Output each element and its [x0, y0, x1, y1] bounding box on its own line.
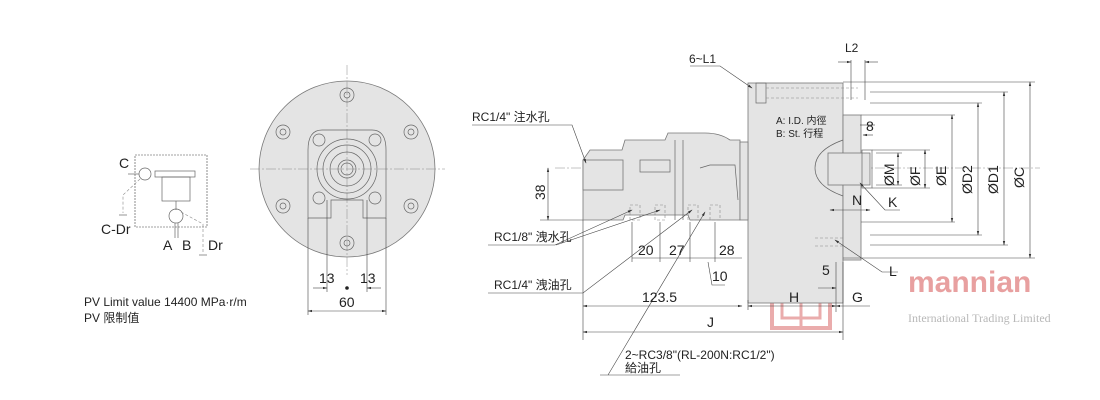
dim-8: 8: [866, 118, 874, 134]
dia-d1-label: ØD1: [985, 165, 1001, 194]
dia-f-label: ØF: [907, 167, 923, 186]
dim-60: 60: [339, 294, 355, 310]
front-view: 13 13 60: [250, 65, 445, 315]
pv-limit-text: PV Limit value 14400 MPa·r/m: [84, 295, 247, 309]
dim-l2: L2: [845, 41, 859, 55]
label-n: N: [852, 192, 862, 208]
dim-20: 20: [638, 242, 654, 258]
hydraulic-symbol: C C-Dr A B Dr: [101, 154, 223, 256]
label-h: H: [789, 289, 799, 305]
dia-c-label: ØC: [1011, 167, 1027, 188]
label-l: L: [889, 263, 897, 279]
dim-13-right: 13: [360, 270, 376, 286]
dim-123-5: 123.5: [642, 289, 677, 305]
port-a-label: A: [163, 237, 173, 253]
dia-m-label: ØM: [881, 163, 897, 186]
dim-13-left: 13: [319, 270, 335, 286]
label-g: G: [852, 289, 863, 305]
port-b-label: B: [182, 237, 191, 253]
dim-27: 27: [669, 242, 685, 258]
oil-supply-cn-label: 給油孔: [625, 361, 661, 375]
water-drain-label: RC1/8" 洩水孔: [494, 230, 572, 244]
side-view: 6~L1 L2 RC1/4" 注水孔 38 A: I.D. 内徑 B: St. …: [472, 41, 1040, 376]
water-inlet-label: RC1/4" 注水孔: [472, 109, 550, 124]
dim-10: 10: [712, 268, 728, 284]
dim-5: 5: [822, 262, 830, 278]
port-dr-label: Dr: [208, 237, 223, 253]
dim-38: 38: [532, 184, 548, 200]
oil-drain-label: RC1/4" 洩油孔: [494, 278, 572, 292]
port-c-dr-label: C-Dr: [101, 221, 131, 237]
dia-e-label: ØE: [933, 166, 949, 186]
dia-d2-label: ØD2: [959, 165, 975, 194]
label-j: J: [707, 314, 714, 330]
bolt-l1-label: 6~L1: [689, 52, 716, 66]
label-k: K: [888, 194, 898, 210]
watermark-subtitle: International Trading Limited: [908, 311, 1051, 325]
watermark-brand: mannian: [908, 266, 1031, 299]
dim-28: 28: [719, 242, 735, 258]
legend-b: B: St. 行程: [776, 127, 823, 140]
pv-limit-cn-text: PV 限制值: [84, 310, 139, 325]
oil-supply-label: 2~RC3/8"(RL-200N:RC1/2"): [625, 348, 775, 362]
legend-a: A: I.D. 内徑: [776, 114, 827, 127]
port-c-label: C: [119, 155, 129, 171]
